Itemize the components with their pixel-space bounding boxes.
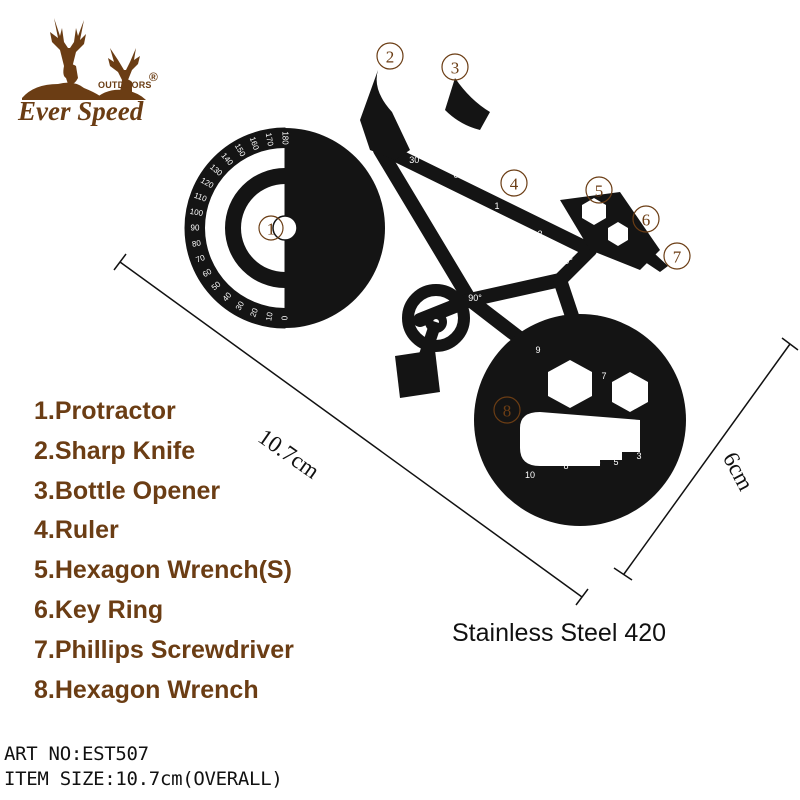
callout-6 [632,205,660,233]
callout-label-8: 8 [503,402,512,421]
protractor-wheel [184,127,385,329]
feature-item: 5.Hexagon Wrench(S) [34,556,292,585]
bottle-opener-handlebar [445,78,490,130]
ruler-tick-1: 1 [494,201,499,211]
callout-1 [258,215,284,241]
callout-label-6: 6 [642,211,651,230]
feature-item: 4.Ruler [34,516,119,545]
hex-wrench-wheel [474,314,686,526]
wrench-size-9: 9 [535,345,540,355]
item-size: ITEM SIZE:10.7cm(OVERALL) [4,768,283,790]
protractor-tick-label: 80 [191,238,202,249]
feature-list: 1.Protractor 2.Sharp Knife 3.Bottle Open… [34,396,294,714]
angle-mark-30: 30° [409,155,423,165]
wrench-size-10: 10 [525,470,535,480]
wrench-size-3: 3 [636,451,641,461]
wrench-size-5: 5 [613,457,618,467]
protractor-tick-label: 0 [281,315,290,320]
feature-item: 6.Key Ring [34,595,164,624]
protractor-tick-label: 100 [189,207,204,218]
protractor-tick-label: 110 [193,191,209,204]
ruler-tick-0: 0 [453,170,458,180]
callout-3 [441,53,469,81]
protractor-tick-label: 160 [248,136,261,152]
angle-mark-60: 60° [559,256,573,266]
callout-2 [376,42,404,70]
feature-item: 2.Sharp Knife [34,436,196,465]
callout-label-7: 7 [673,248,682,267]
material-label: Stainless Steel 420 [452,619,667,647]
feature-item: 1.Protractor [34,397,176,425]
wrench-size-6: 6 [595,457,600,467]
crank-ring [402,284,470,352]
pedal [395,350,440,398]
feature-item: 3.Bottle Opener [34,476,221,505]
feature-callouts [258,42,691,424]
callout-5 [585,176,613,204]
protractor-tick-label: 70 [195,253,207,265]
art-number: ART NO:EST507 [4,743,149,765]
ruler-tick-2: 2 [537,229,542,239]
brand-subtitle: OUTDOORS [98,80,152,90]
angle-mark-90: 90° [468,293,482,303]
callout-8 [493,396,521,424]
wrench-size-7: 7 [601,371,606,381]
protractor-tick-label: 180 [281,131,290,145]
protractor-tick-label: 90 [191,224,200,233]
feature-item: 8.Hexagon Wrench [34,675,259,704]
callout-7 [663,242,691,270]
protractor-tick-label: 170 [264,132,275,147]
callout-label-1: 1 [267,220,276,239]
protractor-tick-label: 10 [264,311,275,322]
brand-name: Ever Speed [18,96,144,126]
callout-4 [500,169,528,197]
brand-logo-deer-icon [22,18,146,100]
callout-label-3: 3 [451,59,460,78]
protractor-tick-label: 20 [248,306,260,318]
callout-label-5: 5 [595,182,604,201]
dimension-lines [113,253,799,606]
knife-handlebar [360,70,410,160]
wrench-size-8: 8 [563,461,568,471]
callout-label-4: 4 [510,175,519,194]
registered-mark: ® [149,70,158,84]
callout-label-2: 2 [386,48,395,67]
feature-item: 7.Phillips Screwdriver [34,635,294,664]
